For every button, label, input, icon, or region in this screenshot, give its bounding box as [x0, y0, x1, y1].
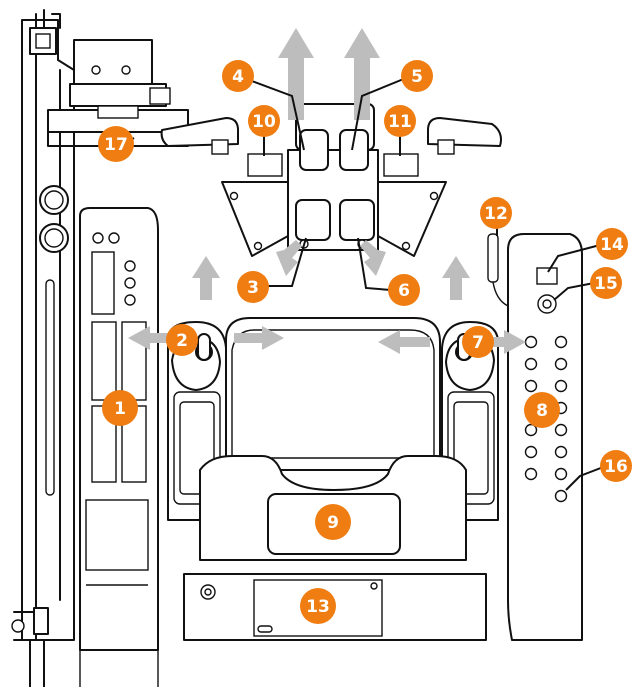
callout-badge-9: 9: [315, 504, 351, 540]
callout-badge-8: 8: [524, 392, 560, 428]
motion-arrows: [128, 28, 526, 354]
callout-10-dot: [248, 105, 280, 137]
callout-2-label: 2: [176, 331, 188, 351]
callout-12-dot: [480, 197, 512, 229]
callout-4-dot: [222, 60, 254, 92]
callout-badge-11: 11: [384, 105, 416, 137]
arrow-left-joystick-up: [192, 256, 220, 300]
callout-6-label: 6: [398, 281, 410, 301]
callout-6-dot: [388, 274, 420, 306]
callout-badge-15: 15: [590, 267, 622, 299]
arrow-reverse-left-pedal: [276, 240, 302, 276]
callout-badge-6: 6: [388, 274, 420, 306]
callout-11-dot: [384, 105, 416, 137]
right-side-console: [487, 233, 583, 641]
callout-1-dot: [102, 390, 138, 426]
callout-badges: 1 2 3 4 5 6 7 8: [98, 60, 632, 624]
rear-bracket-assembly: [47, 39, 189, 147]
callout-9-dot: [315, 504, 351, 540]
callout-badge-12: 12: [480, 197, 512, 229]
callout-badge-7: 7: [462, 326, 494, 358]
callout-7-label: 7: [472, 333, 484, 353]
callout-8-label: 8: [536, 401, 548, 421]
callout-badge-4: 4: [222, 60, 254, 92]
arrow-left-joystick-left: [128, 326, 178, 350]
callout-7-dot: [462, 326, 494, 358]
callout-badge-5: 5: [401, 60, 433, 92]
callout-badge-3: 3: [237, 271, 269, 303]
callout-16-dot: [600, 450, 632, 482]
callout-4-label: 4: [232, 67, 244, 87]
callout-13-dot: [300, 588, 336, 624]
callout-badge-14: 14: [596, 228, 628, 260]
callout-15-dot: [590, 267, 622, 299]
right-grab-handle: [427, 117, 502, 155]
arrow-right-joystick-up: [442, 256, 470, 300]
callout-14-label: 14: [600, 235, 624, 255]
callout-17-dot: [98, 126, 134, 162]
arrow-left-joystick-right: [234, 326, 284, 350]
arrow-forward-right-pedal: [344, 28, 380, 120]
callout-1-label: 1: [114, 399, 126, 419]
callout-badge-16: 16: [600, 450, 632, 482]
arrow-reverse-right-pedal: [360, 240, 386, 276]
callout-12-label: 12: [484, 204, 508, 224]
callout-14-dot: [596, 228, 628, 260]
callout-15-label: 15: [594, 274, 618, 294]
callout-badge-2: 2: [166, 324, 198, 356]
callout-16-label: 16: [604, 457, 628, 477]
callout-11-label: 11: [388, 112, 412, 132]
callout-badge-13: 13: [300, 588, 336, 624]
left-side-console: [79, 207, 159, 687]
arrow-right-joystick-right: [482, 330, 526, 354]
callout-13-label: 13: [306, 597, 330, 617]
callout-5-dot: [401, 60, 433, 92]
callout-badge-10: 10: [248, 105, 280, 137]
callout-9-label: 9: [327, 513, 339, 533]
left-grab-handle: [160, 117, 239, 155]
callout-2-dot: [166, 324, 198, 356]
callout-3-label: 3: [247, 278, 259, 298]
callout-17-label: 17: [104, 135, 128, 155]
left-door-frame: [11, 9, 75, 687]
arrow-right-joystick-left: [378, 330, 430, 354]
callout-3-dot: [237, 271, 269, 303]
right-console-button-grid: [524, 335, 568, 503]
callout-5-label: 5: [411, 67, 423, 87]
callout-badge-17: 17: [98, 126, 134, 162]
callout-badge-1: 1: [102, 390, 138, 426]
arrow-forward-left-pedal: [278, 28, 314, 120]
callout-8-dot: [524, 392, 560, 428]
callout-10-label: 10: [252, 112, 276, 132]
